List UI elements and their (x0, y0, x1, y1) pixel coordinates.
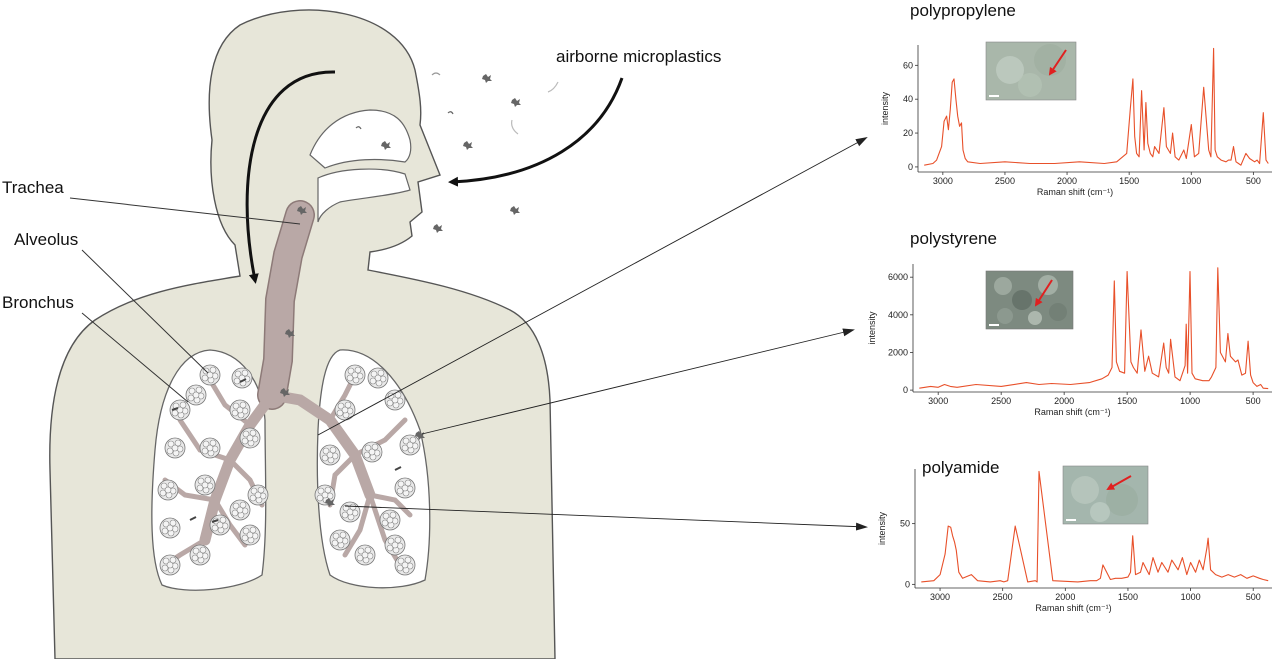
x-tick-label: 2000 (1055, 592, 1075, 602)
connector-polyamide (344, 505, 868, 531)
x-tick-label: 2500 (995, 176, 1015, 186)
nasal-cavity (309, 109, 412, 169)
trachea-leader-line (69, 197, 301, 225)
inhalation-flow-arrow (245, 70, 336, 284)
x-tick-label: 500 (1246, 592, 1261, 602)
x-tick-label: 1000 (1180, 396, 1200, 406)
x-tick-label: 2500 (991, 396, 1011, 406)
spectrum-panel-polystyrene: polystyrene 3000 2500 2000 1500 1000 500 0 2000… (867, 229, 1272, 417)
y-axis-label: intensity (880, 91, 890, 125)
x-tick-label: 2500 (993, 592, 1013, 602)
micrograph-inset (1062, 465, 1149, 525)
alveolus-label: Alveolus (14, 230, 78, 249)
trachea-label: Trachea (2, 178, 64, 197)
spectrum-panel-polypropylene: polypropylene 3000 2500 2000 1500 1000 500 0 20… (880, 1, 1272, 197)
y-tick-label: 4000 (888, 310, 908, 320)
x-tick-label: 2000 (1054, 396, 1074, 406)
x-tick-label: 2000 (1057, 176, 1077, 186)
x-axis-label: Raman shift (cm⁻¹) (1037, 187, 1113, 197)
x-tick-label: 1000 (1181, 176, 1201, 186)
spectrum-title: polystyrene (910, 229, 997, 248)
x-tick-label: 500 (1246, 176, 1261, 186)
y-tick-label: 20 (903, 128, 913, 138)
spectrum-title: polyamide (922, 458, 1000, 477)
bronchus-leader-line (81, 312, 189, 403)
bronchus-label: Bronchus (2, 293, 74, 312)
x-tick-label: 1000 (1181, 592, 1201, 602)
connector-polypropylene (317, 137, 868, 436)
y-tick-label: 6000 (888, 272, 908, 282)
human-body (49, 9, 624, 659)
x-tick-label: 1500 (1117, 396, 1137, 406)
spectrum-line (919, 267, 1269, 390)
spectrum-panel-polyamide: polyamide 3000 2500 2000 1500 1000 500 0 50Rama… (877, 458, 1272, 613)
y-tick-label: 40 (903, 94, 913, 104)
x-tick-label: 1500 (1118, 592, 1138, 602)
x-axis-label: Raman shift (cm⁻¹) (1035, 603, 1111, 613)
airborne-particles (171, 72, 559, 523)
airborne-inflow-arrow (448, 77, 624, 187)
connector-polystyrene (421, 328, 855, 435)
alveolus-leader-line (81, 249, 209, 374)
oral-cavity (317, 168, 411, 223)
x-tick-label: 3000 (930, 592, 950, 602)
spectrum-line (921, 470, 1269, 583)
y-tick-label: 2000 (888, 347, 908, 357)
y-axis-label: intensity (867, 311, 877, 345)
y-tick-label: 60 (903, 60, 913, 70)
y-tick-label: 50 (900, 519, 910, 529)
micrograph-inset (985, 41, 1077, 101)
spectrum-line (924, 47, 1269, 166)
spectrum-chart: 3000 2500 2000 1500 1000 500 0 2000 4000 6000Rama… (867, 264, 1272, 417)
x-tick-label: 3000 (928, 396, 948, 406)
y-axis-label: intensity (877, 511, 887, 545)
micrograph-inset (985, 270, 1074, 330)
airborne-microplastics-label: airborne microplastics (556, 47, 721, 66)
x-tick-label: 1500 (1119, 176, 1139, 186)
x-axis-label: Raman shift (cm⁻¹) (1034, 407, 1110, 417)
y-tick-label: 0 (905, 579, 910, 589)
y-tick-label: 0 (908, 162, 913, 172)
x-tick-label: 500 (1246, 396, 1261, 406)
x-tick-label: 3000 (933, 176, 953, 186)
body-silhouette (49, 9, 556, 659)
spectrum-title: polypropylene (910, 1, 1016, 20)
y-tick-label: 0 (903, 385, 908, 395)
